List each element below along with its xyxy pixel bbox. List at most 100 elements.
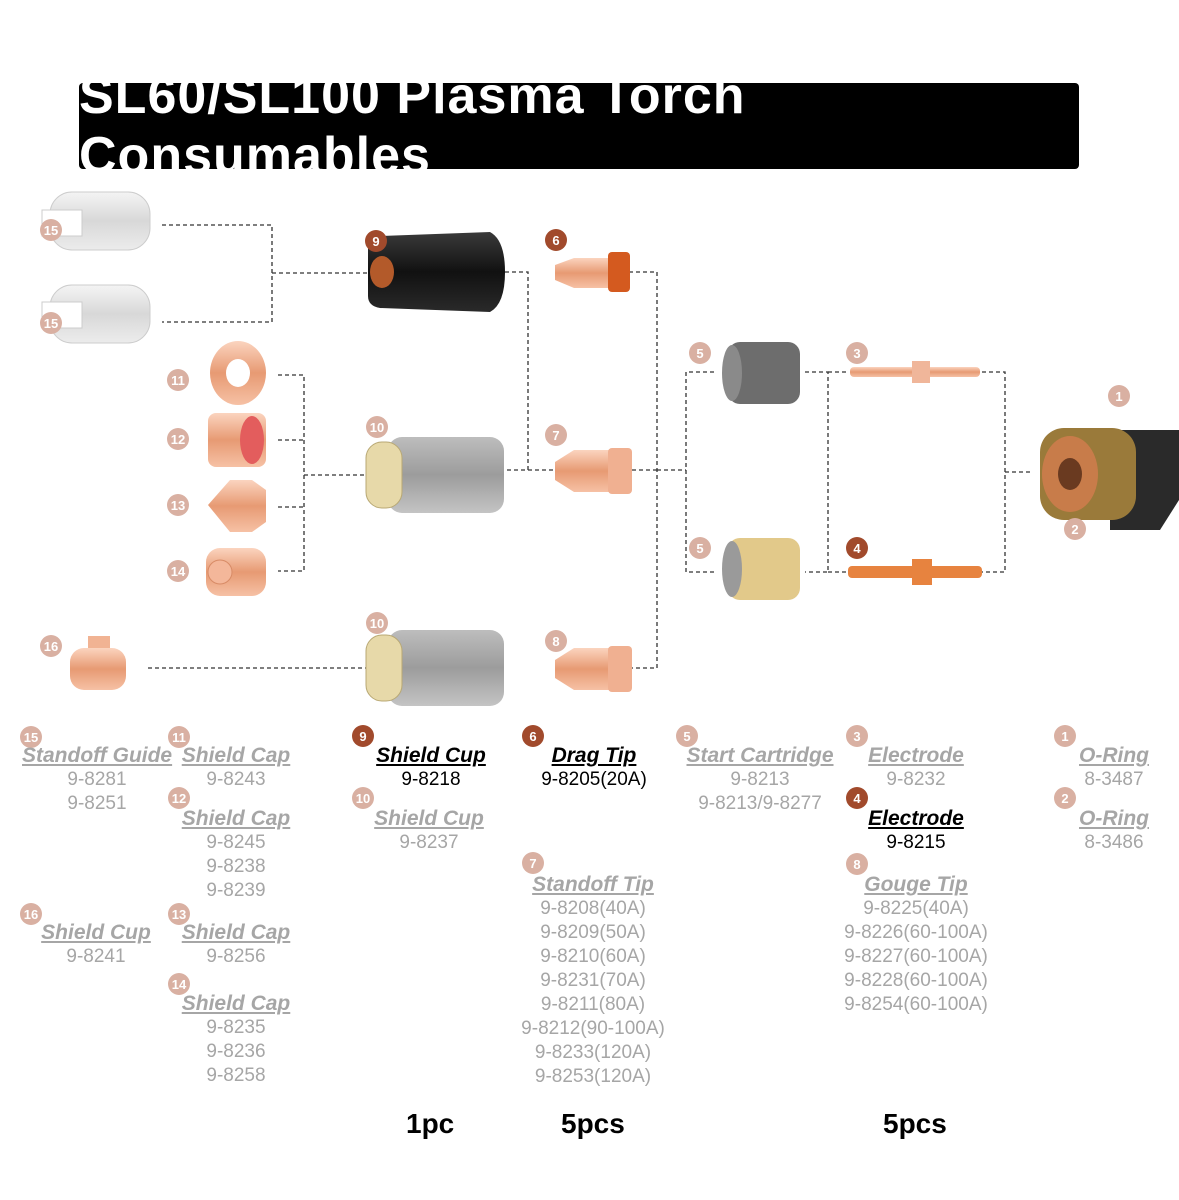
legend-item-shield-cap-11: Shield Cap 9-8243 xyxy=(180,744,292,792)
badge-14: 14 xyxy=(167,560,189,582)
legend-item-name: Standoff Tip xyxy=(532,873,654,896)
legend-badge: 13 xyxy=(168,903,190,925)
legend-part-number: 9-8225(40A) xyxy=(863,898,969,919)
badge-15-top: 15 xyxy=(40,219,62,241)
legend-item-name: Standoff Guide xyxy=(22,744,173,767)
legend-badge: 8 xyxy=(846,853,868,875)
legend-item-shield-cup-9: Shield Cup 9-8218 xyxy=(374,744,488,792)
legend-part-number: 9-8245 xyxy=(206,832,266,853)
legend-part-number: 9-8237 xyxy=(399,832,459,853)
badge-10-bottom: 10 xyxy=(366,612,388,634)
legend-item-electrode-3: Electrode 9-8232 xyxy=(860,744,972,792)
legend-badge: 6 xyxy=(522,725,544,747)
legend-part-number: 8-3486 xyxy=(1084,832,1144,853)
legend-item-o-ring-2: O-Ring 8-3486 xyxy=(1072,807,1156,855)
legend-part-number: 9-8256 xyxy=(206,946,266,967)
legend-item-name: Electrode xyxy=(868,744,964,767)
legend-part-number: 9-8215 xyxy=(886,832,946,853)
quantity-tips: 5pcs xyxy=(561,1108,625,1139)
legend-item-standoff-tip: Standoff Tip 9-8208(40A) 9-8209(50A) 9-8… xyxy=(508,873,678,1089)
legend-part-number: 9-8218 xyxy=(401,769,461,790)
badge-1: 1 xyxy=(1108,385,1130,407)
legend-part-number: 9-8254(60-100A) xyxy=(844,994,988,1015)
legend-part-number: 9-8228(60-100A) xyxy=(844,970,988,991)
legend-badge: 4 xyxy=(846,787,868,809)
legend-part-number: 9-8209(50A) xyxy=(540,922,646,943)
legend-item-shield-cup-16: Shield Cup 9-8241 xyxy=(40,921,152,969)
legend-item-name: Electrode xyxy=(868,807,964,830)
legend-part-number: 9-8211(80A) xyxy=(540,994,646,1015)
legend-part-number: 9-8213 xyxy=(730,769,790,790)
legend-item-shield-cap-14: Shield Cap 9-8235 9-8236 9-8258 xyxy=(180,992,292,1088)
legend-badge: 7 xyxy=(522,852,544,874)
legend-item-name: Gouge Tip xyxy=(864,873,968,896)
legend-item-shield-cap-12: Shield Cap 9-8245 9-8238 9-8239 xyxy=(180,807,292,903)
shield-cup-gray-images xyxy=(365,437,504,706)
legend-item-name: Shield Cup xyxy=(374,807,484,830)
part-16-image xyxy=(70,636,126,690)
legend-item-name: Drag Tip xyxy=(551,744,637,767)
legend-item-o-ring-1: O-Ring 8-3487 xyxy=(1072,744,1156,792)
legend-part-number: 9-8232 xyxy=(886,769,946,790)
tip-images xyxy=(555,252,632,692)
legend-part-number: 9-8236 xyxy=(206,1041,266,1062)
badge-7: 7 xyxy=(545,424,567,446)
legend-item-name: Shield Cap xyxy=(181,992,291,1015)
legend-part-number: 9-8213/9-8277 xyxy=(698,793,822,814)
legend-item-name: O-Ring xyxy=(1079,807,1149,830)
legend-part-number: 9-8253(120A) xyxy=(534,1066,652,1087)
legend-item-name: Shield Cap xyxy=(181,744,291,767)
legend-part-number: 9-8205(20A) xyxy=(541,769,647,790)
legend-item-shield-cup-10: Shield Cup 9-8237 xyxy=(372,807,486,855)
legend-badge: 3 xyxy=(846,725,868,747)
badge-15-bottom: 15 xyxy=(40,312,62,334)
badge-10-top: 10 xyxy=(366,416,388,438)
legend-badge: 2 xyxy=(1054,787,1076,809)
badge-6: 6 xyxy=(545,229,567,251)
badge-16: 16 xyxy=(40,635,62,657)
legend-item-electrode-4: Electrode 9-8215 xyxy=(860,807,972,855)
legend-part-number: 9-8226(60-100A) xyxy=(844,922,988,943)
badge-13: 13 xyxy=(167,494,189,516)
legend-item-start-cartridge: Start Cartridge 9-8213 9-8213/9-8277 xyxy=(680,744,840,816)
legend-part-number: 9-8251 xyxy=(67,793,127,814)
quantity-electrodes: 5pcs xyxy=(883,1108,947,1139)
legend-item-name: O-Ring xyxy=(1079,744,1149,767)
legend-item-name: Shield Cup xyxy=(376,744,486,767)
legend-item-name: Shield Cup xyxy=(41,921,151,944)
legend-badge: 16 xyxy=(20,903,42,925)
badge-12: 12 xyxy=(167,428,189,450)
badge-2: 2 xyxy=(1064,518,1086,540)
legend-part-number: 8-3487 xyxy=(1084,769,1144,790)
legend-item-standoff-guide: Standoff Guide 9-8281 9-8251 xyxy=(22,744,172,816)
legend-part-number: 9-8212(90-100A) xyxy=(521,1018,665,1039)
legend-part-number: 9-8258 xyxy=(206,1065,266,1086)
legend-part-number: 9-8241 xyxy=(66,946,126,967)
legend-part-number: 9-8235 xyxy=(206,1017,266,1038)
electrode-images xyxy=(848,361,982,585)
shield-cap-images xyxy=(206,341,266,596)
legend-item-name: Start Cartridge xyxy=(686,744,834,767)
legend-part-number: 9-8208(40A) xyxy=(540,898,646,919)
start-cartridge-images xyxy=(722,342,800,600)
legend-part-number: 9-8227(60-100A) xyxy=(844,946,988,967)
legend-part-number: 9-8281 xyxy=(67,769,127,790)
quantity-shield-cup: 1pc xyxy=(406,1108,455,1139)
legend-badge: 15 xyxy=(20,726,42,748)
legend-badge: 11 xyxy=(168,726,190,748)
badge-11: 11 xyxy=(167,369,189,391)
badge-5-top: 5 xyxy=(689,342,711,364)
legend-badge: 9 xyxy=(352,725,374,747)
legend-part-number: 9-8239 xyxy=(206,880,266,901)
legend-badge: 5 xyxy=(676,725,698,747)
badge-4: 4 xyxy=(846,537,868,559)
legend-item-drag-tip: Drag Tip 9-8205(20A) xyxy=(528,744,660,792)
legend-item-name: Shield Cap xyxy=(181,807,291,830)
legend-part-number: 9-8238 xyxy=(206,856,266,877)
badge-8: 8 xyxy=(545,630,567,652)
torch-head-image xyxy=(1040,428,1179,530)
connector-lines xyxy=(148,224,1030,669)
legend-item-name: Shield Cap xyxy=(181,921,291,944)
legend-part-number: 9-8231(70A) xyxy=(540,970,646,991)
